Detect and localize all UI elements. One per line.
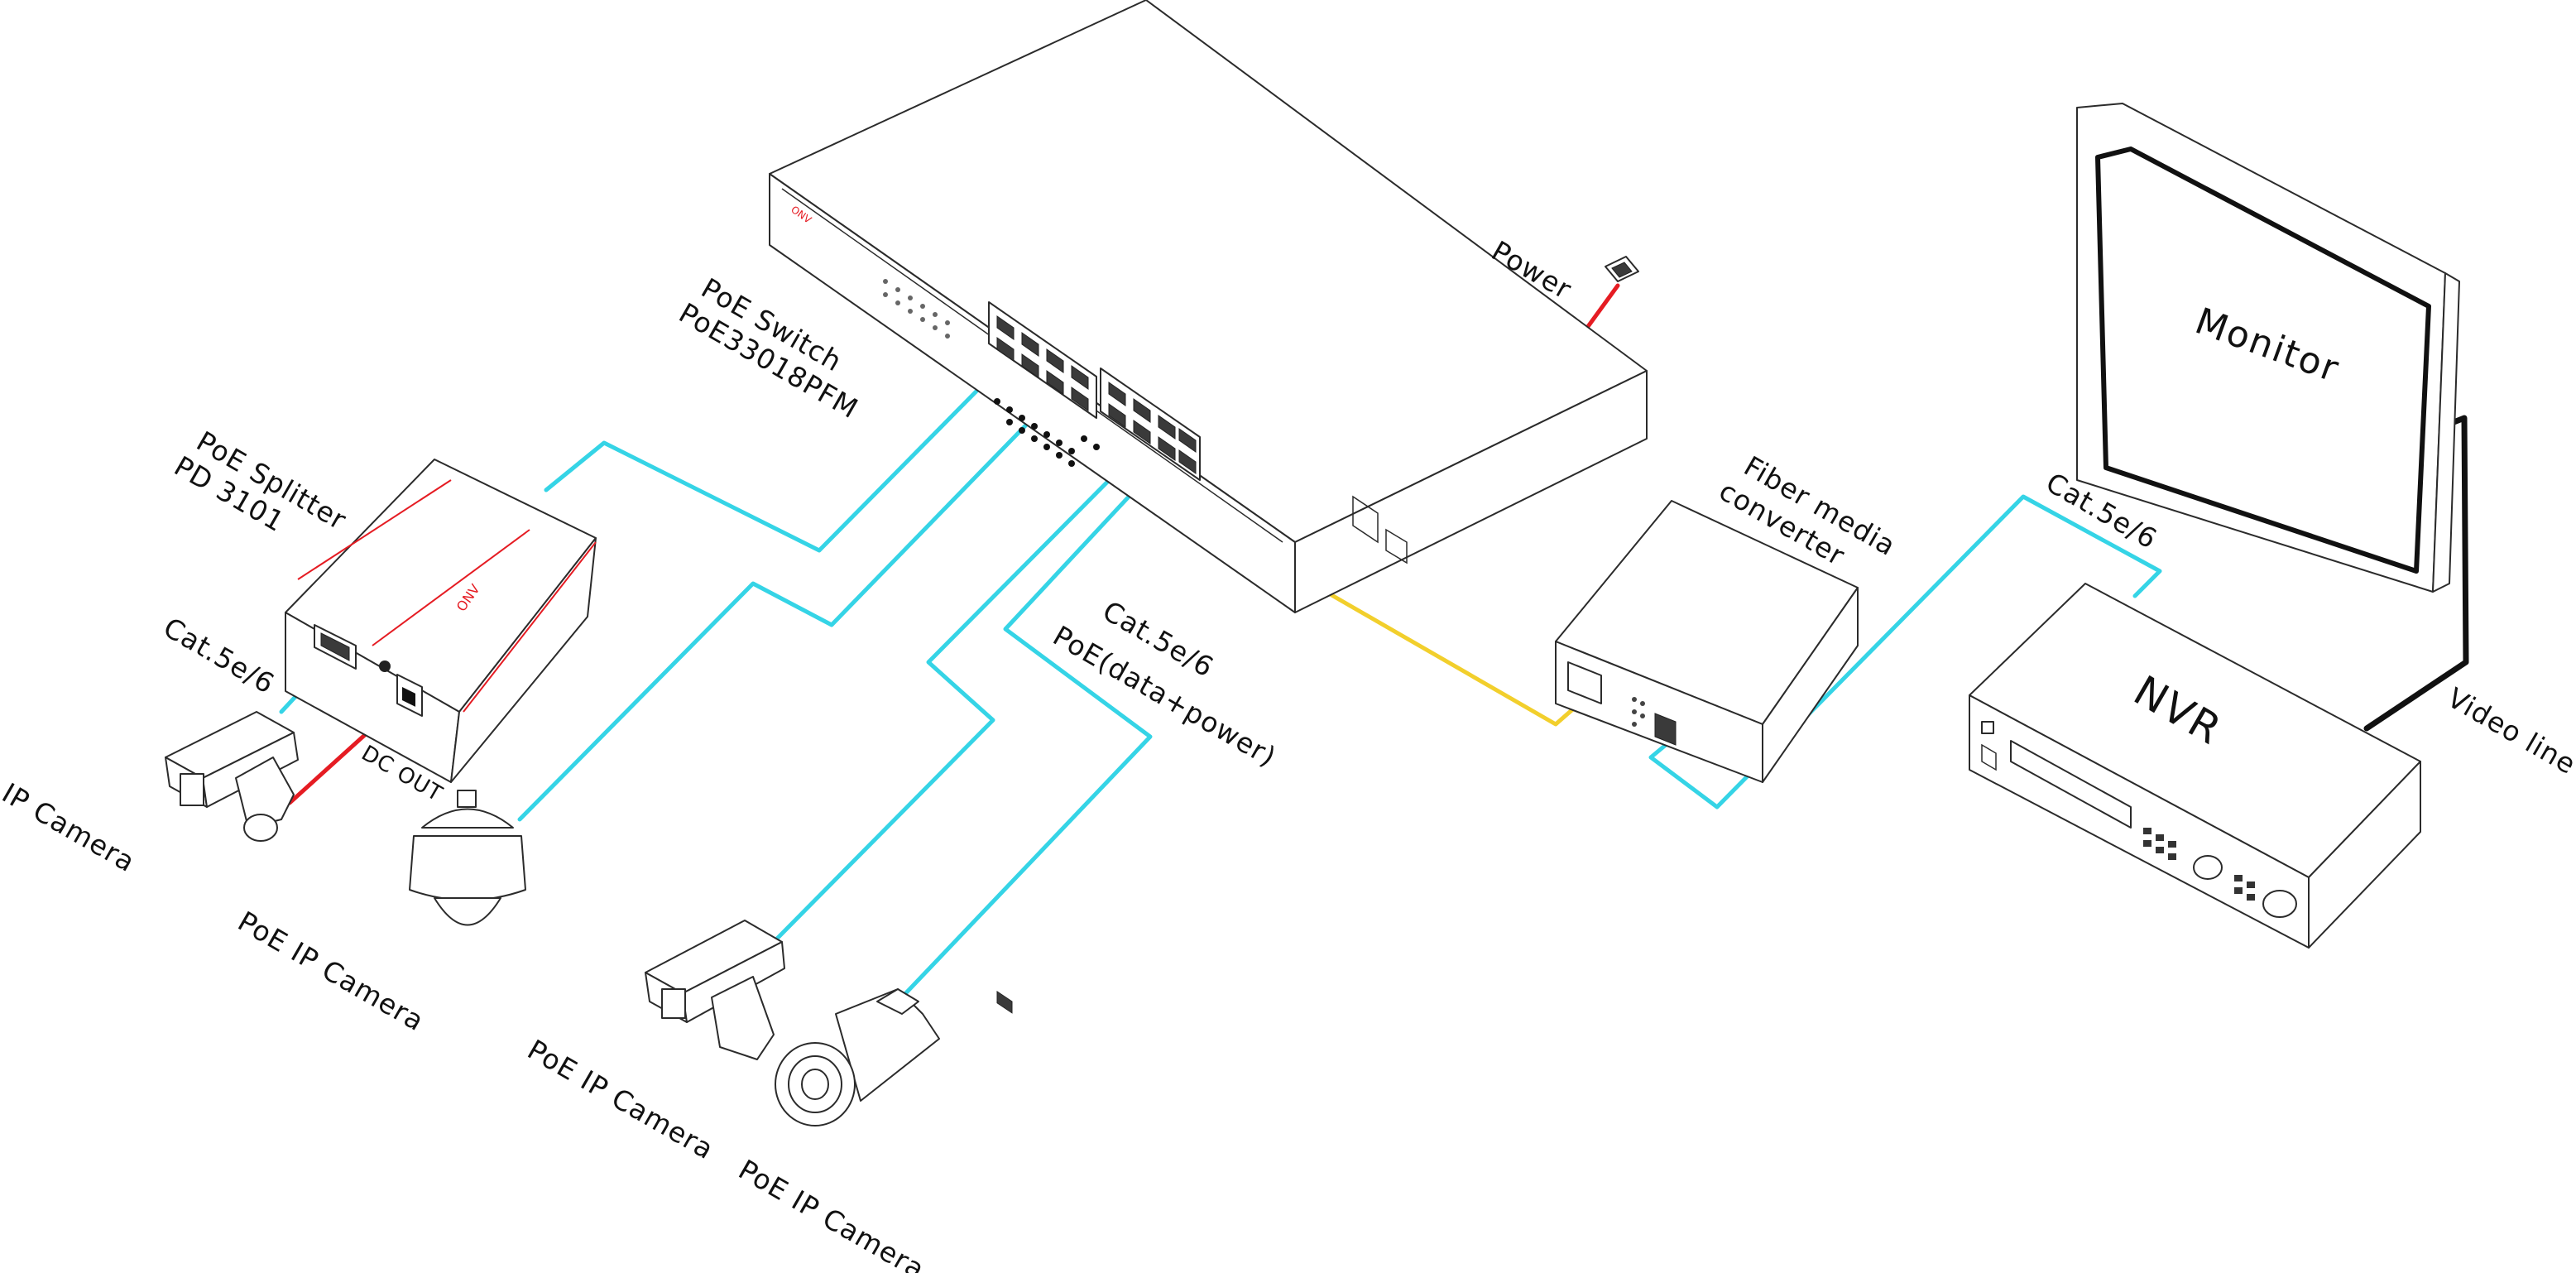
ip-camera	[165, 711, 299, 842]
cable-dome-camera-to-switch	[517, 380, 1070, 822]
switch-console-port	[1385, 528, 1408, 564]
converter-leds	[1632, 697, 1645, 727]
converter-rj45-port	[1654, 713, 1677, 746]
label-video-line: Video line	[2442, 681, 2576, 781]
dome-camera	[409, 790, 526, 926]
label-cat-left: Cat.5e/6	[158, 611, 281, 700]
label-poe-ip-camera-dome: PoE IP Camera	[233, 905, 430, 1037]
switch-led-panel	[883, 279, 950, 339]
label-poe-ip-camera-bullet: PoE IP Camera	[733, 1153, 931, 1273]
cable-converter-to-nvr	[1648, 494, 2162, 809]
power-socket	[1605, 256, 1639, 282]
nvr-front-buttons	[2143, 828, 2255, 901]
nvr-jog-dial	[2193, 855, 2223, 880]
cable-splitter-to-switch	[544, 353, 1014, 553]
bullet-camera	[775, 988, 940, 1126]
power-cable	[1582, 283, 1620, 334]
cable-box-camera-to-switch	[774, 432, 1157, 942]
label-poe-ip-camera-box: PoE IP Camera	[522, 1033, 720, 1165]
switch-port-block-1	[988, 301, 1097, 1014]
cable-bullet-camera-to-switch	[895, 444, 1178, 1004]
nvr-disk-bay	[2010, 740, 2132, 829]
switch-ports	[996, 315, 1201, 481]
poe-splitter: ONV	[285, 459, 597, 783]
fiber-media-converter	[1555, 500, 1859, 783]
switch-sfp-port	[1352, 495, 1379, 544]
switch-led-dots	[994, 398, 1100, 467]
nvr	[1969, 583, 2421, 949]
monitor	[2076, 103, 2460, 593]
nvr-power-button	[1981, 721, 1994, 734]
poe-switch: ONV	[769, 0, 1648, 1014]
nvr-usb-port	[1981, 743, 1997, 771]
converter-sfp-port	[1567, 661, 1602, 704]
label-ip-camera: IP Camera	[0, 776, 141, 878]
box-camera	[645, 920, 785, 1060]
splitter-led	[379, 661, 391, 672]
nvr-knob	[2262, 890, 2297, 918]
